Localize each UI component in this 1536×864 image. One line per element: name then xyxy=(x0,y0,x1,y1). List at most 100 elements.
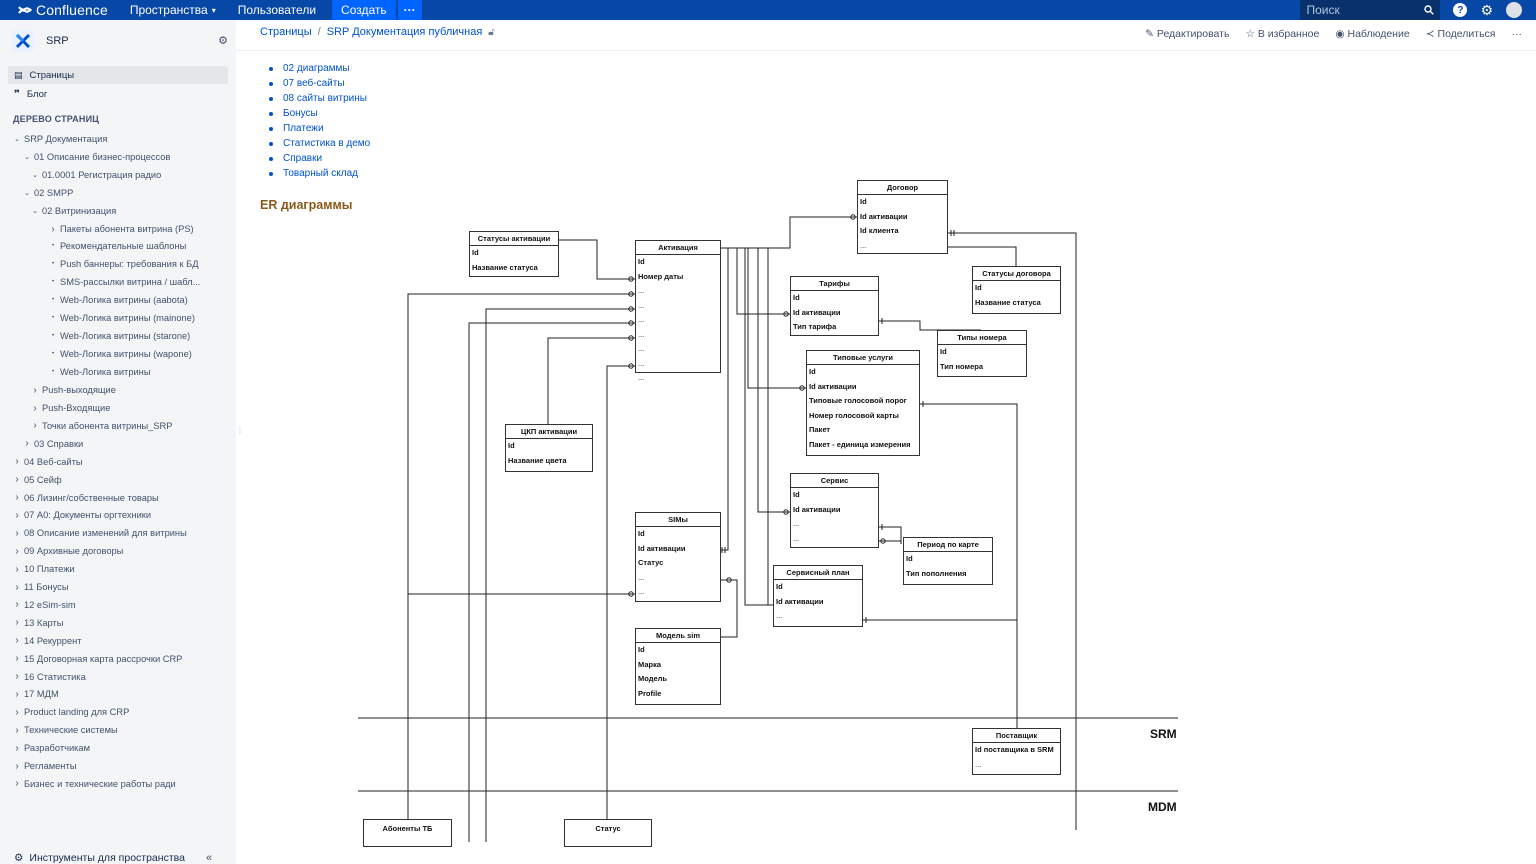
sidebar-blog-link[interactable]: ❞ Блог xyxy=(8,85,228,103)
sidebar-tree-item[interactable]: ›14 Рекуррент xyxy=(12,635,81,646)
share-button[interactable]: ≺ Поделиться xyxy=(1426,28,1496,40)
chevron-right-icon: › xyxy=(15,688,19,700)
sidebar-tree-item[interactable]: ›Точки абонента витрины_SRP xyxy=(30,420,172,431)
connector-status xyxy=(606,365,635,819)
toc-link[interactable]: Бонусы xyxy=(269,106,370,121)
user-avatar[interactable] xyxy=(1506,2,1522,18)
zone-label-mdm: MDM xyxy=(1148,800,1177,814)
sidebar-tree-item[interactable]: ›08 Описание изменений для витрины xyxy=(12,528,186,539)
people-link[interactable]: Пользователи xyxy=(238,3,316,17)
er-entity-field: Id xyxy=(860,197,867,206)
sidebar-tree-label: Push баннеры: требования к БД xyxy=(60,259,199,270)
sidebar-tree-item[interactable]: › 17 МДМ xyxy=(12,688,59,700)
favorite-button[interactable]: ☆ В избранное xyxy=(1245,28,1319,40)
sidebar-tree-label: Push-выходящие xyxy=(42,385,116,396)
chevron-right-icon: › xyxy=(51,223,55,235)
connector-ckp xyxy=(547,337,635,424)
sidebar-tree-item[interactable]: ⌄02 Витринизация xyxy=(30,206,116,216)
sidebar-tree-item[interactable]: ⌄01.0001 Регистрация радио xyxy=(30,170,161,180)
sidebar-tree-item[interactable]: ›16 Статистика xyxy=(12,671,85,682)
space-settings-icon[interactable]: ⚙ xyxy=(218,35,228,47)
sidebar-tree-item[interactable]: •Web-Логика витрины (starone) xyxy=(48,331,190,341)
sidebar-tree-item[interactable]: ›05 Сейф xyxy=(12,474,61,485)
sidebar-tree-label: 02 Витринизация xyxy=(42,205,117,216)
sidebar-tree-label: 17 МДМ xyxy=(24,689,59,700)
er-entity-field: Id xyxy=(975,283,982,292)
sidebar-tree-item[interactable]: •Web-Логика витрины (mainone) xyxy=(48,313,195,323)
sidebar-tree-item[interactable]: ⌄SRP Документация xyxy=(12,134,107,144)
chevron-right-icon: › xyxy=(15,778,19,790)
sidebar-tree-item[interactable]: ›Push-Входящие xyxy=(30,403,110,414)
watch-button[interactable]: ◉ Наблюдение xyxy=(1335,28,1409,40)
sidebar-tree-item[interactable]: ›Push-выходящие xyxy=(30,385,116,396)
sidebar-tree-item[interactable]: ›Бизнес и технические работы ради xyxy=(12,778,175,790)
sidebar-tree-item[interactable]: ›11 Бонусы xyxy=(12,582,68,593)
sidebar-tree-item[interactable]: ›Регламенты xyxy=(12,761,76,772)
chevron-right-icon: › xyxy=(15,456,19,468)
sidebar-tree-item[interactable]: ›Разработчикам xyxy=(12,743,90,754)
toc-link[interactable]: Справки xyxy=(269,151,370,166)
space-header[interactable]: SRP xyxy=(12,30,69,52)
sidebar-tree-item[interactable]: ›15 Договорная карта рассрочки CRP xyxy=(12,653,182,664)
breadcrumb: Страницы / SRP Документация публичная 🔓︎ xyxy=(260,26,495,38)
toc-link[interactable]: 02 диаграммы xyxy=(269,61,370,76)
sidebar-tree-item[interactable]: ›07 А0: Документы оргтехники xyxy=(12,510,151,521)
chevron-right-icon: › xyxy=(15,492,19,503)
sidebar-tree-item[interactable]: ›12 eSim-sim xyxy=(12,599,75,610)
er-entity-field: ... xyxy=(638,358,645,368)
connector-dogovor xyxy=(721,216,857,249)
collapse-sidebar-button[interactable]: « xyxy=(206,852,213,864)
bullet-icon: • xyxy=(51,243,55,250)
sidebar-tree-item[interactable]: ›Технические системы xyxy=(12,725,117,736)
connector-plan xyxy=(767,248,773,606)
sidebar-pages-link[interactable]: ▤ Страницы xyxy=(8,66,228,84)
er-entity-field: ... xyxy=(638,587,645,596)
sidebar-tree-label: 02 SMPP xyxy=(34,187,74,198)
toc-link[interactable]: 08 сайты витрины xyxy=(269,91,370,106)
create-button[interactable]: Создать xyxy=(332,0,396,20)
spaces-menu[interactable]: Пространства ▾ xyxy=(130,3,216,17)
sidebar-tree-item[interactable]: •Push баннеры: требования к БД xyxy=(48,259,199,269)
sidebar-tree-item[interactable]: ›13 Карты xyxy=(12,617,63,628)
more-create-button[interactable]: ··· xyxy=(397,0,422,20)
bullet-icon: • xyxy=(51,368,55,375)
sidebar-tree-item[interactable]: •Web-Логика витрины (wapone) xyxy=(48,349,192,359)
unlock-icon[interactable]: 🔓︎ xyxy=(488,26,495,38)
bullet-icon: • xyxy=(51,279,55,286)
space-tools-button[interactable]: ⚙ Инструменты для пространства xyxy=(14,852,185,864)
more-actions-button[interactable]: ··· xyxy=(1511,28,1523,40)
sidebar-tree-item[interactable]: ›10 Платежи xyxy=(12,564,74,575)
er-entity-field: Id xyxy=(638,645,645,654)
sidebar-tree-item[interactable]: •SMS-рассылки витрина / шабл... xyxy=(48,277,200,287)
er-entity-field: Модель xyxy=(638,674,668,683)
confluence-logo[interactable]: Confluence xyxy=(18,0,108,20)
sidebar-tree-item[interactable]: ⌄01 Описание бизнес-процессов xyxy=(22,152,170,162)
help-icon[interactable]: ? xyxy=(1453,3,1468,17)
sidebar-tree-item[interactable]: ›03 Справки xyxy=(22,438,83,449)
edit-button[interactable]: ✎ Редактировать xyxy=(1145,28,1229,40)
sidebar-tree-item[interactable]: •Рекомендательные шаблоны xyxy=(48,241,186,251)
search-input[interactable]: Поиск xyxy=(1300,0,1441,20)
sidebar-tree-item[interactable]: › 06 Лизинг/собственные товары xyxy=(12,492,159,503)
chevron-right-icon: › xyxy=(15,545,19,557)
sidebar-tree-item[interactable]: ›Product landing для CRP xyxy=(12,707,129,718)
breadcrumb-root[interactable]: Страницы xyxy=(260,26,312,38)
sidebar-resize-handle[interactable]: ⋮ xyxy=(236,426,244,435)
sidebar-tree-label: Push-Входящие xyxy=(42,403,111,413)
sidebar-tree-item[interactable]: ›Пакеты абонента витрина (PS) xyxy=(48,223,193,235)
toc-link[interactable]: 07 веб-сайты xyxy=(269,76,370,91)
sidebar-tree-item[interactable]: ›09 Архивные договоры xyxy=(12,546,123,557)
toc-link[interactable]: Платежи xyxy=(269,121,370,136)
sidebar-tree-item[interactable]: ⌄02 SMPP xyxy=(22,188,73,198)
toc-link[interactable]: Товарный склад xyxy=(269,166,370,181)
breadcrumb-current[interactable]: SRP Документация публичная xyxy=(326,26,483,38)
er-entity-title: Типовые услуги xyxy=(807,351,919,365)
sidebar-tree-item[interactable]: ›04 Веб-сайты xyxy=(12,456,82,468)
settings-gear-icon[interactable]: ⚙ xyxy=(1480,1,1493,18)
sidebar-tree-item[interactable]: •Web-Логика витрины (aabota) xyxy=(48,295,188,305)
sidebar-tree-item[interactable]: •Web-Логика витрины xyxy=(48,367,151,377)
toc-link[interactable]: Статистика в демо xyxy=(269,136,370,151)
sidebar-tree-label: 06 Лизинг/собственные товары xyxy=(24,492,159,503)
